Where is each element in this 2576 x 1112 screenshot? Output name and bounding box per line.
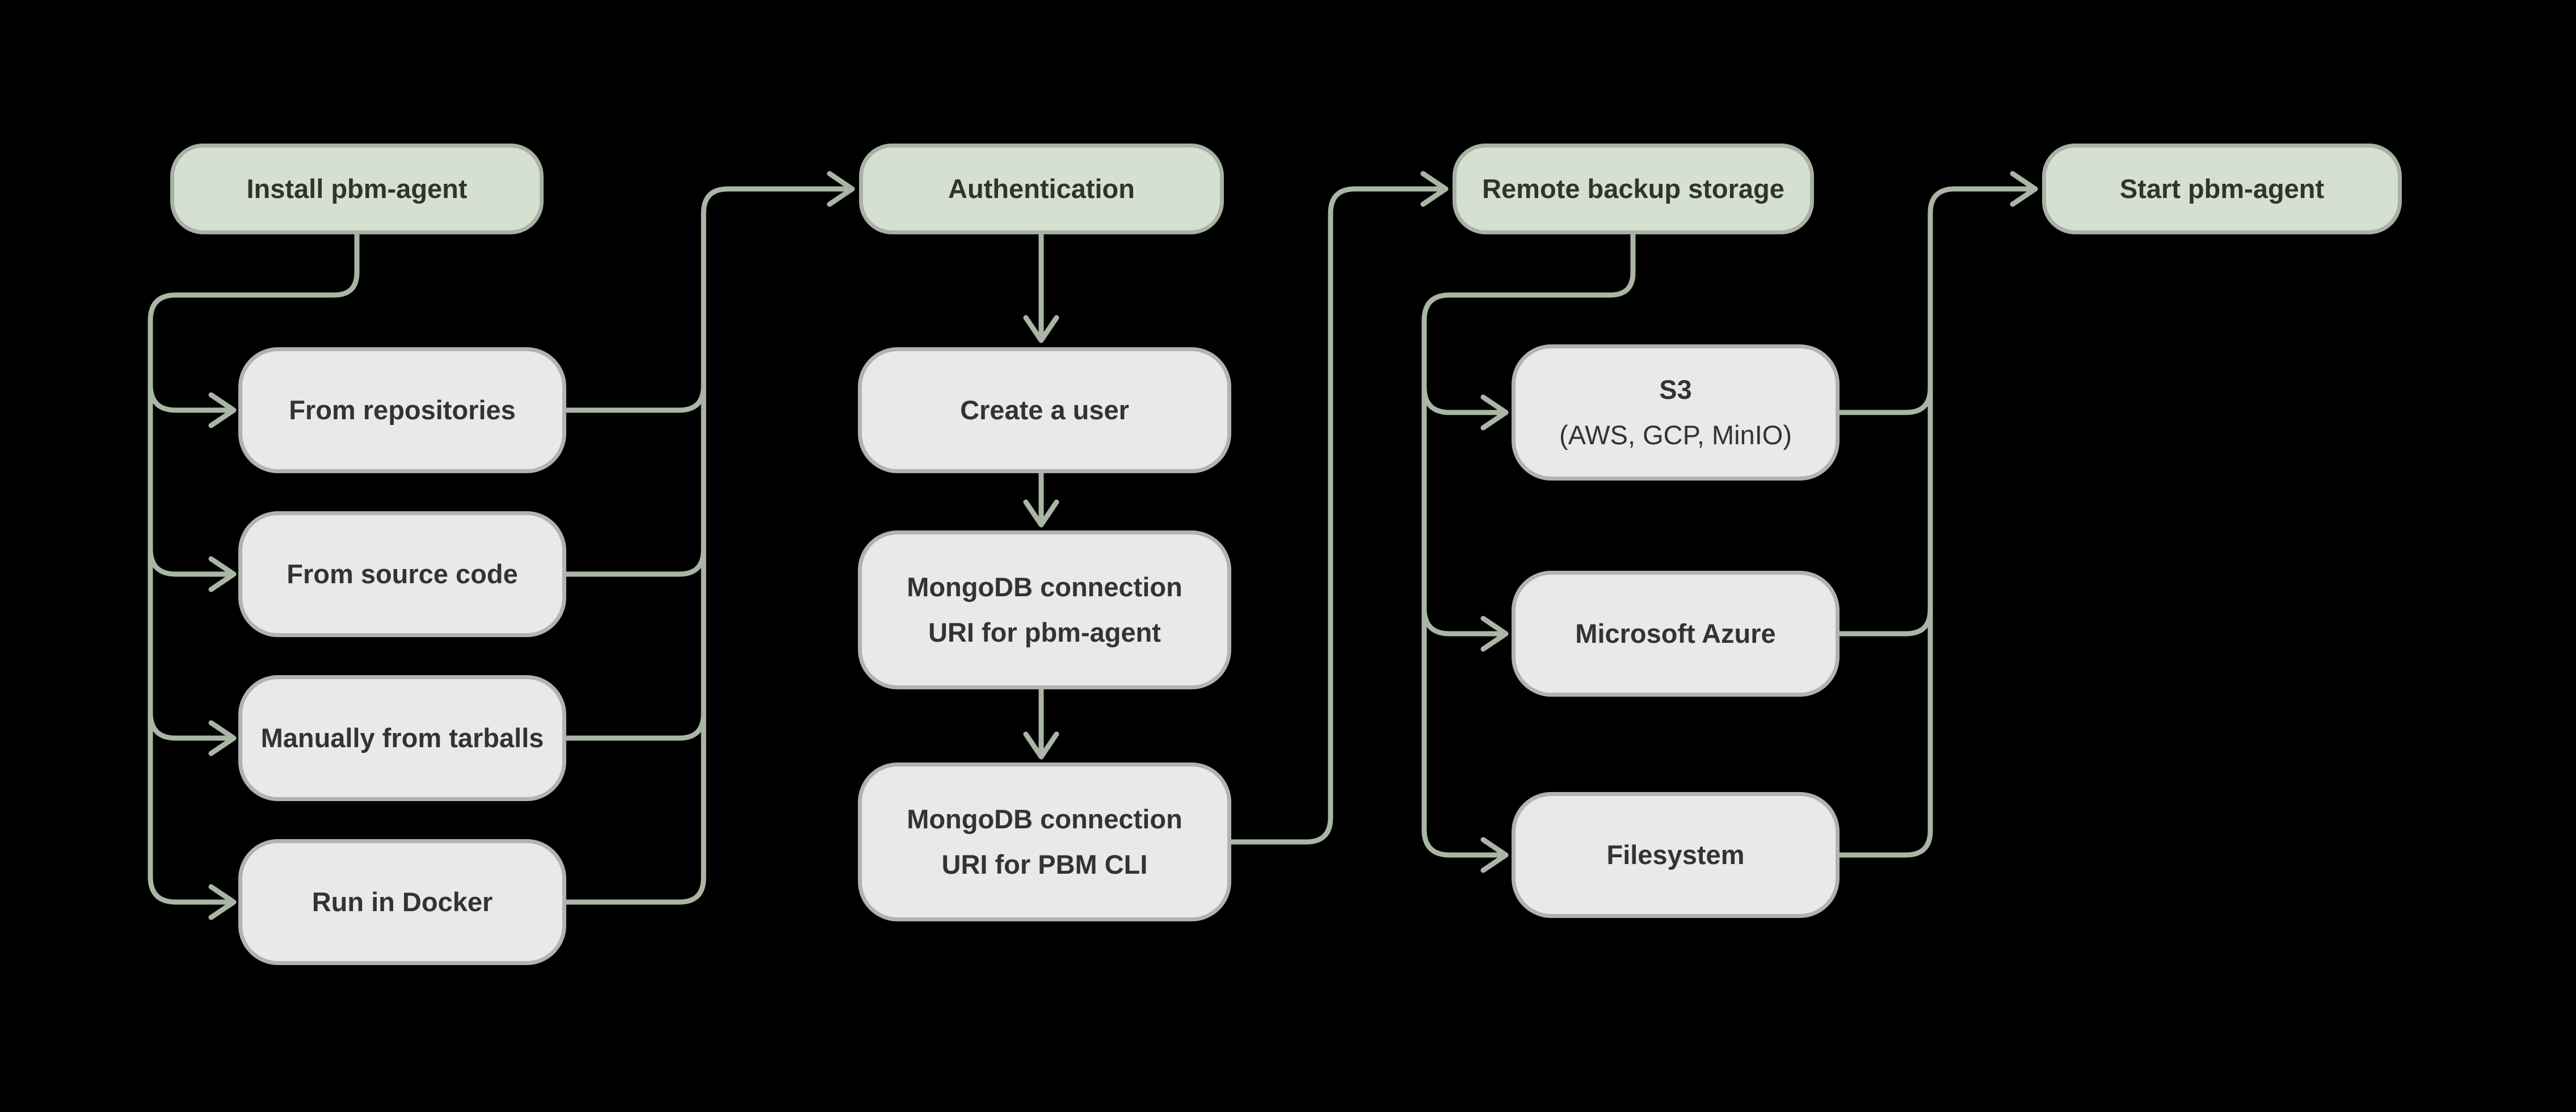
node-s3: S3 (AWS, GCP, MinIO) (1512, 344, 1840, 481)
node-mongodb-uri-pbm-cli: MongoDB connection URI for PBM CLI (858, 763, 1231, 921)
node-from-repositories: From repositories (238, 347, 566, 473)
node-install-pbm-agent: Install pbm-agent (170, 144, 544, 234)
node-remote-backup-storage: Remote backup storage (1453, 144, 1814, 234)
node-microsoft-azure: Microsoft Azure (1512, 571, 1840, 697)
edge-collector-to-authentication (701, 186, 854, 881)
node-create-a-user-label: Create a user (960, 395, 1129, 425)
edge-uri-pbm-cli-to-remote-backup-storage (1228, 186, 1447, 845)
arrowhead-to-from-source-code (208, 556, 237, 592)
node-authentication-label: Authentication (948, 174, 1135, 204)
arrowhead-to-microsoft-azure (1480, 616, 1509, 652)
edge-branch-from-repositories (148, 382, 235, 413)
arrowhead-to-from-repositories (208, 392, 237, 428)
node-start-pbm-agent: Start pbm-agent (2042, 144, 2402, 234)
node-from-source-code-label: From source code (287, 559, 518, 589)
node-run-in-docker: Run in Docker (238, 839, 566, 965)
edge-join-from-repositories (563, 383, 706, 413)
edge-join-manually-from-tarballs (563, 711, 706, 741)
arrowhead-to-start (2010, 171, 2038, 207)
edge-join-run-in-docker (563, 875, 706, 905)
arrowhead-to-run-in-docker (208, 884, 237, 920)
arrowhead-to-uri-pbm-agent (1023, 499, 1059, 528)
edge-join-from-source-code (563, 547, 706, 577)
node-run-in-docker-label: Run in Docker (312, 887, 493, 917)
node-start-pbm-agent-label: Start pbm-agent (2119, 174, 2325, 204)
edge-branch-manually-from-tarballs (148, 710, 235, 741)
node-from-source-code: From source code (238, 511, 566, 637)
node-from-repositories-label: From repositories (289, 395, 516, 425)
arrowhead-to-authentication (827, 171, 855, 207)
node-s3-line2: (AWS, GCP, MinIO) (1559, 420, 1792, 450)
edge-branch-microsoft-azure (1421, 605, 1508, 637)
node-mongodb-uri-pbm-agent-line2: URI for pbm-agent (928, 617, 1161, 647)
edge-branch-s3 (1421, 384, 1508, 415)
node-mongodb-uri-pbm-cli-line1: MongoDB connection (907, 804, 1182, 834)
node-mongodb-uri-pbm-cli-line2: URI for PBM CLI (941, 849, 1148, 879)
edge-remote-trunk (1421, 231, 1636, 858)
node-manually-from-tarballs: Manually from tarballs (238, 675, 566, 801)
edge-join-s3 (1837, 385, 1933, 415)
arrowhead-to-filesystem (1480, 837, 1509, 873)
node-create-a-user: Create a user (858, 347, 1231, 473)
arrowhead-to-create-a-user (1023, 315, 1059, 343)
node-s3-line1: S3 (1659, 374, 1692, 405)
arrowhead-to-uri-pbm-cli (1023, 731, 1059, 760)
node-filesystem: Filesystem (1512, 792, 1840, 918)
arrowhead-to-manually-from-tarballs (208, 720, 237, 756)
node-authentication: Authentication (859, 144, 1224, 234)
edge-branch-from-source-code (148, 546, 235, 577)
edge-join-filesystem (1837, 828, 1933, 858)
node-filesystem-label: Filesystem (1606, 840, 1745, 870)
node-mongodb-uri-pbm-agent-line1: MongoDB connection (907, 572, 1182, 602)
arrowhead-to-s3 (1480, 394, 1509, 431)
edge-collector-to-start (1927, 186, 2037, 833)
node-remote-backup-storage-label: Remote backup storage (1482, 174, 1784, 204)
node-microsoft-azure-label: Microsoft Azure (1575, 618, 1776, 648)
arrowhead-to-remote-backup-storage (1420, 171, 1449, 207)
node-install-pbm-agent-label: Install pbm-agent (246, 174, 468, 204)
edge-install-trunk (148, 231, 360, 905)
node-mongodb-uri-pbm-agent: MongoDB connection URI for pbm-agent (858, 530, 1231, 689)
node-manually-from-tarballs-label: Manually from tarballs (260, 723, 544, 753)
edge-join-microsoft-azure (1837, 606, 1933, 637)
